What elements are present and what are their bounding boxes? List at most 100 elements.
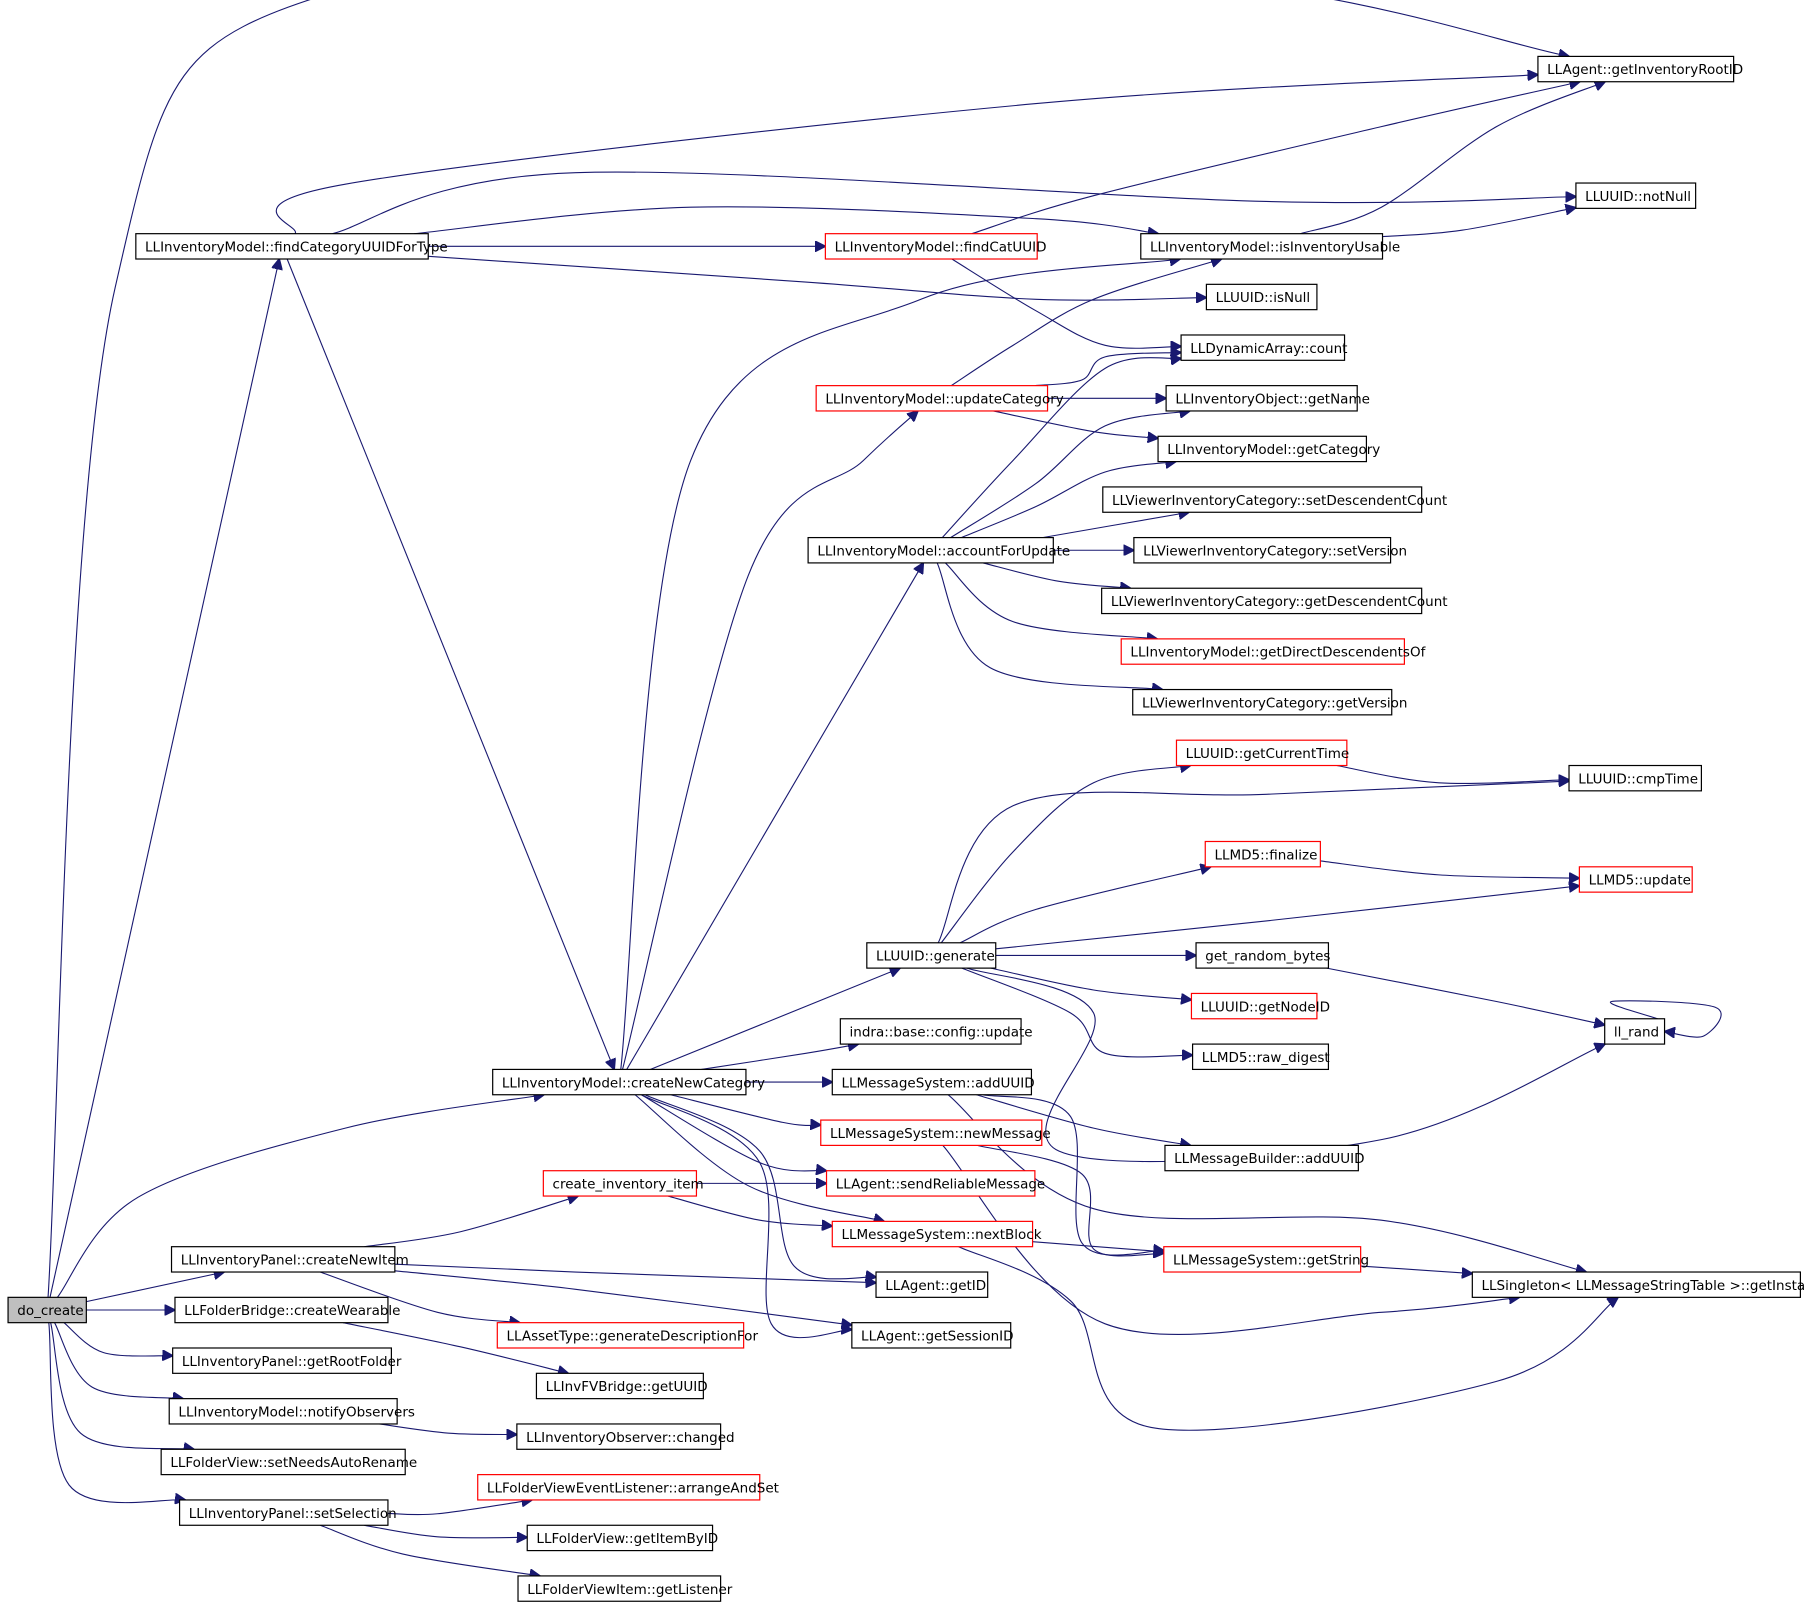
node-do-create[interactable]: do_create: [7, 1296, 87, 1324]
node-getsessionid[interactable]: LLAgent::getSessionID: [851, 1322, 1014, 1349]
node-getitembyid[interactable]: LLFolderView::getItemByID: [526, 1524, 718, 1552]
node-configupdate[interactable]: indra::base::config::update: [839, 1018, 1033, 1045]
node-box: [1165, 385, 1358, 412]
edge-findCategoryUUIDForType-to-isNull: [428, 255, 1206, 300]
edge-generate-to-md5update: [995, 886, 1580, 950]
node-findcategoryuuidfortype[interactable]: LLInventoryModel::findCategoryUUIDForTyp…: [135, 233, 448, 260]
edge-createNewCategory-to-generate: [650, 968, 901, 1070]
node-box: [831, 1220, 1034, 1248]
node-box: [1575, 182, 1697, 209]
edge-newMessage-to-getString: [977, 1144, 1163, 1256]
node-get-random-bytes[interactable]: get_random_bytes: [1195, 942, 1330, 969]
node-create-inventory-item[interactable]: create_inventory_item: [542, 1170, 704, 1197]
node-createnewcategory[interactable]: LLInventoryModel::createNewCategory: [492, 1068, 765, 1096]
node-box: [517, 1575, 722, 1602]
node-updatecategory[interactable]: LLInventoryModel::updateCategory: [815, 385, 1064, 412]
node-setdescendentcount[interactable]: LLViewerInventoryCategory::setDescendent…: [1102, 486, 1447, 513]
node-sendreliablemessage[interactable]: LLAgent::sendReliableMessage: [825, 1170, 1046, 1197]
node-isinventoryusable[interactable]: LLInventoryModel::isInventoryUsable: [1140, 233, 1400, 260]
node-isnull[interactable]: LLUUID::isNull: [1205, 283, 1318, 311]
node-label: LLInventoryModel::findCategoryUUIDForTyp…: [145, 240, 448, 256]
node-label: LLAgent::getInventoryRootID: [1547, 62, 1743, 78]
edge-createNewCategory-to-configupdate: [701, 1044, 858, 1070]
node-getinventoryrootid[interactable]: LLAgent::getInventoryRootID: [1537, 55, 1743, 83]
node-setselection[interactable]: LLInventoryPanel::setSelection: [178, 1499, 397, 1526]
node-newmessage[interactable]: LLMessageSystem::newMessage: [820, 1119, 1051, 1146]
node-box: [135, 233, 429, 260]
node-box: [820, 1119, 1043, 1146]
edge-findCategoryUUIDForType-to-getInventoryRootID: [275, 75, 1538, 235]
node-generatedescriptionfor[interactable]: LLAssetType::generateDescriptionFor: [496, 1322, 758, 1349]
edge-do_create-to-findCategoryUUIDForType: [49, 259, 279, 1298]
node-label: LLMessageSystem::getString: [1173, 1253, 1369, 1269]
node-md5update[interactable]: LLMD5::update: [1578, 866, 1693, 893]
node-label: get_random_bytes: [1205, 949, 1330, 965]
node-changed[interactable]: LLInventoryObserver::changed: [516, 1423, 735, 1450]
node-getrootfolder[interactable]: LLInventoryPanel::getRootFolder: [172, 1347, 402, 1374]
node-count[interactable]: LLDynamicArray::count: [1180, 334, 1347, 361]
edge-addUUID-to-getString: [982, 1094, 1164, 1255]
node-label: LLUUID::notNull: [1585, 189, 1691, 205]
node-box: [851, 1322, 1012, 1349]
node-md5finalize[interactable]: LLMD5::finalize: [1204, 840, 1321, 868]
node-box: [1164, 1144, 1359, 1172]
edge-do_create-to-setNeedsAutoRename: [50, 1322, 194, 1450]
node-setneedsautorename[interactable]: LLFolderView::setNeedsAutoRename: [160, 1448, 417, 1476]
node-ll-rand[interactable]: ll_rand: [1604, 1018, 1666, 1045]
edge-createNewCategory-to-getID: [644, 1094, 876, 1279]
node-accountforupdate[interactable]: LLInventoryModel::accountForUpdate: [807, 536, 1070, 564]
edge-createNewCategory-to-accountForUpdate: [626, 563, 924, 1070]
node-createwearable[interactable]: LLFolderBridge::createWearable: [174, 1296, 401, 1324]
node-box: [526, 1524, 714, 1552]
edge-updateCategory-to-getCategory: [993, 410, 1158, 438]
node-notnull[interactable]: LLUUID::notNull: [1575, 182, 1697, 209]
node-getdescendentcount[interactable]: LLViewerInventoryCategory::getDescendent…: [1101, 587, 1448, 615]
node-builderadduuid[interactable]: LLMessageBuilder::addUUID: [1164, 1144, 1365, 1172]
node-label: LLUUID::cmpTime: [1578, 771, 1698, 787]
node-getuuid[interactable]: LLInvFVBridge::getUUID: [535, 1372, 708, 1400]
node-box: [875, 1271, 989, 1298]
node-getcurrenttime[interactable]: LLUUID::getCurrentTime: [1175, 739, 1349, 767]
edge-createNewCategory-to-updateCategory: [622, 411, 918, 1070]
node-box: [1163, 1246, 1362, 1273]
edge-addUUID-to-builderAddUUID: [976, 1094, 1190, 1146]
edge-accountForUpdate-to-getName: [950, 411, 1190, 539]
node-label: LLAgent::getSessionID: [861, 1329, 1013, 1345]
node-label: LLAgent::sendReliableMessage: [836, 1177, 1046, 1193]
node-box: [1102, 486, 1423, 513]
node-getversion[interactable]: LLViewerInventoryCategory::getVersion: [1132, 688, 1408, 716]
node-getname[interactable]: LLInventoryObject::getName: [1165, 385, 1370, 412]
edge-accountForUpdate-to-getVersion: [936, 562, 1162, 690]
node-label: LLInventoryModel::updateCategory: [825, 391, 1063, 407]
node-getdirectdescendentsof[interactable]: LLInventoryModel::getDirectDescendentsOf: [1120, 638, 1427, 665]
node-adduuid[interactable]: LLMessageSystem::addUUID: [831, 1068, 1035, 1096]
node-setversion[interactable]: LLViewerInventoryCategory::setVersion: [1133, 536, 1407, 564]
node-label: LLUUID::generate: [876, 949, 995, 965]
node-label: LLInvFVBridge::getUUID: [546, 1379, 708, 1395]
node-notifyobservers[interactable]: LLInventoryModel::notifyObservers: [168, 1398, 415, 1425]
node-getinstance[interactable]: LLSingleton< LLMessageStringTable >::get…: [1471, 1271, 1805, 1298]
node-box: [1140, 233, 1384, 260]
edge-accountForUpdate-to-getDescendentCount: [982, 562, 1131, 588]
node-createnewitem[interactable]: LLInventoryPanel::createNewItem: [170, 1246, 409, 1273]
edge-generate-to-ll_rand: [966, 967, 1605, 1163]
node-getstring[interactable]: LLMessageSystem::getString: [1163, 1246, 1369, 1273]
node-getcategory[interactable]: LLInventoryModel::getCategory: [1157, 435, 1380, 463]
node-box: [1133, 536, 1392, 564]
node-getlistener[interactable]: LLFolderViewItem::getListener: [517, 1575, 733, 1602]
node-label: LLInventoryModel::isInventoryUsable: [1150, 240, 1400, 256]
node-raw-digest[interactable]: LLMD5::raw_digest: [1191, 1043, 1330, 1071]
node-box: [174, 1296, 389, 1324]
node-findcatuuid[interactable]: LLInventoryModel::findCatUUID: [824, 233, 1047, 260]
node-getnodeid[interactable]: LLUUID::getNodeID: [1190, 992, 1330, 1020]
node-nextblock[interactable]: LLMessageSystem::nextBlock: [831, 1220, 1042, 1248]
node-box: [1180, 334, 1346, 361]
node-generate[interactable]: LLUUID::generate: [866, 942, 997, 969]
edge-generate-to-getNodeID: [990, 967, 1192, 1000]
node-cmptime[interactable]: LLUUID::cmpTime: [1568, 764, 1702, 792]
node-arrangeandset[interactable]: LLFolderViewEventListener::arrangeAndSet: [477, 1474, 779, 1501]
node-box: [1568, 764, 1702, 792]
node-label: LLInventoryObject::getName: [1175, 391, 1370, 407]
node-getid[interactable]: LLAgent::getID: [875, 1271, 989, 1298]
